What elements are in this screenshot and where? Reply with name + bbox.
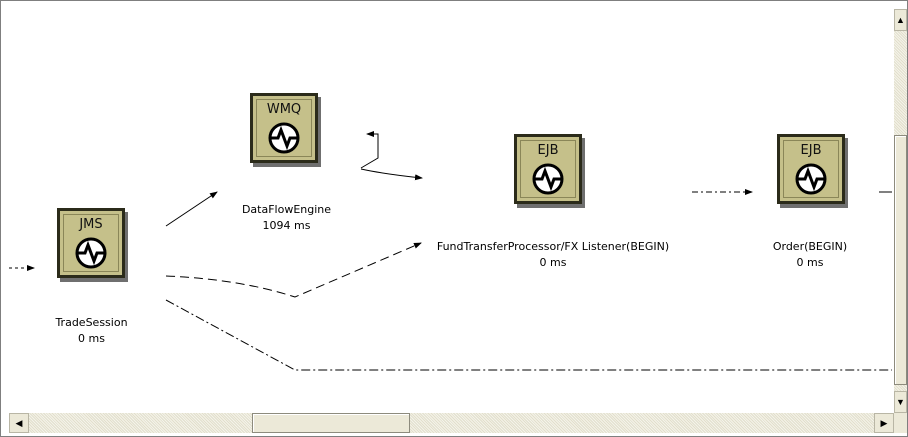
edges-layer [9,131,892,371]
ejb-order-node[interactable]: EJB [777,134,847,206]
waveform-icon [532,163,564,195]
vertical-scrollbar[interactable]: ▲ ▼ [894,9,907,413]
wmq-node-box: WMQ [250,93,318,163]
ejb-order-node-label: Order(BEGIN) 0 ms [760,239,860,271]
scroll-right-icon: ▶ [880,417,888,428]
jms-node[interactable]: JMS [57,208,127,280]
scroll-left-button[interactable]: ◀ [9,413,29,433]
wmq-node-time: 1094 ms [262,219,311,232]
jms-node-name: TradeSession [55,316,128,329]
scroll-down-button[interactable]: ▼ [894,391,907,413]
wmq-node-name: DataFlowEngine [241,203,332,216]
scrollbar-corner [894,413,907,433]
edge-wmq-to-ejb1 [360,168,423,181]
ejb-order-node-type: EJB [800,143,822,158]
jms-node-time: 0 ms [78,332,105,345]
scroll-down-icon: ▼ [896,397,905,407]
wmq-node-label: DataFlowEngine 1094 ms [214,202,359,234]
ejb-fundtransfer-node-box: EJB [514,134,582,204]
waveform-icon [75,237,107,269]
edge-wmq-self-loop [360,131,379,169]
horizontal-scroll-thumb[interactable] [252,413,410,433]
ejb-fundtransfer-node-label: FundTransferProcessor/FX Listener(BEGIN)… [418,239,688,271]
waveform-icon [268,122,300,154]
edge-jms-dashdot-long [165,299,892,371]
waveform-icon [795,163,827,195]
horizontal-scrollbar[interactable]: ◀ ▶ [9,413,894,433]
scroll-left-icon: ◀ [15,417,23,428]
scroll-right-button[interactable]: ▶ [874,413,894,433]
ejb-fundtransfer-node-name: FundTransferProcessor/FX Listener(BEGIN) [436,240,670,253]
edge-jms-to-fundtransfer [165,242,422,298]
ejb-order-node-time: 0 ms [796,256,824,269]
jms-node-type: JMS [79,217,103,232]
edge-jms-to-wmq [165,191,218,227]
ejb-order-node-box: EJB [777,134,845,204]
ejb-fundtransfer-node-type: EJB [537,143,559,158]
wmq-node[interactable]: WMQ [250,93,320,165]
diagram-canvas[interactable]: JMS TradeSession 0 ms WMQ DataFlowEng [9,9,892,413]
wmq-node-type: WMQ [266,102,302,117]
ejb-order-node-name: Order(BEGIN) [772,240,848,253]
jms-node-box: JMS [57,208,125,278]
jms-node-label: TradeSession 0 ms [29,315,154,347]
ejb-fundtransfer-node[interactable]: EJB [514,134,584,206]
vertical-scroll-thumb[interactable] [894,135,907,385]
scroll-up-icon: ▲ [896,15,905,25]
scroll-up-button[interactable]: ▲ [894,9,907,31]
ejb-fundtransfer-node-time: 0 ms [539,256,567,269]
